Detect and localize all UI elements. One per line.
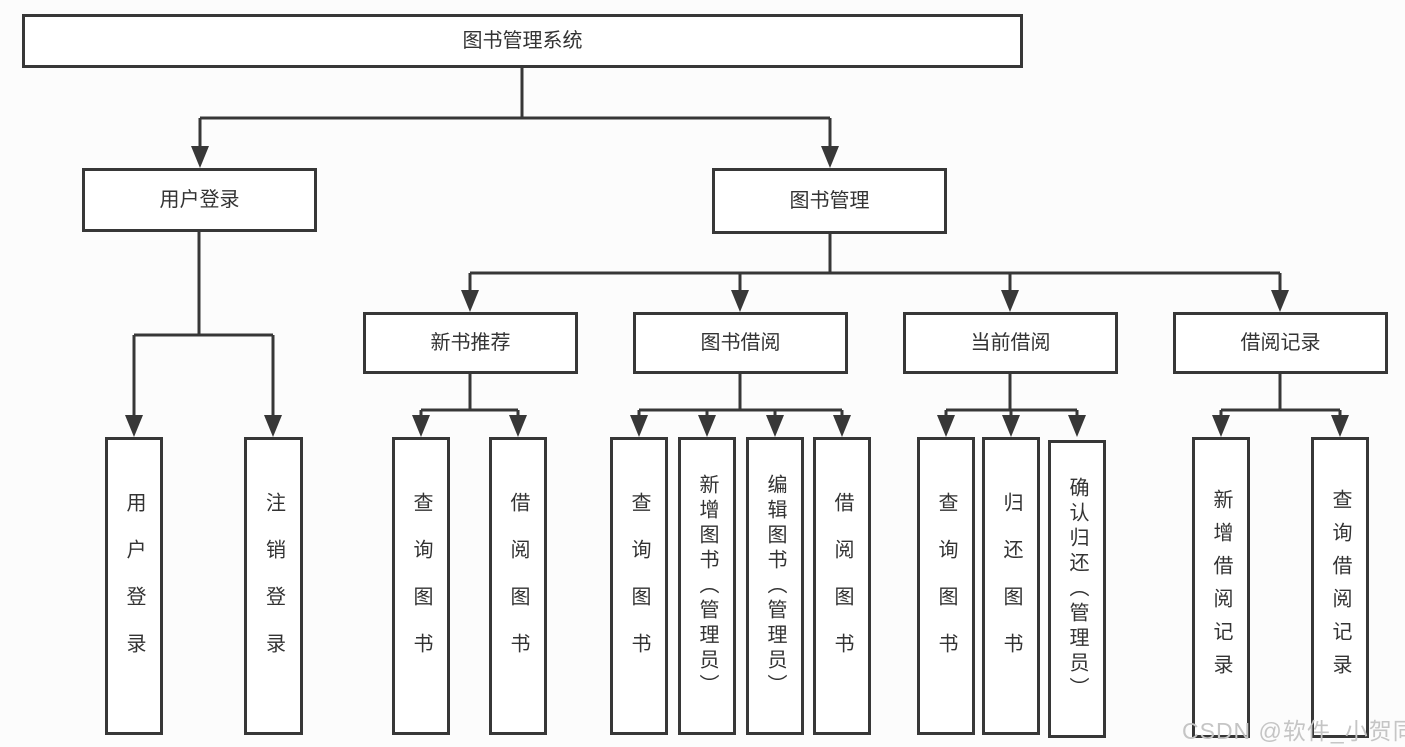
node-user-login: 用户登录 (82, 168, 317, 232)
leaf-br-add-record: 新增借阅记录 (1192, 437, 1250, 738)
node-new-book-recommendation: 新书推荐 (363, 312, 578, 374)
leaf-logout: 注销登录 (244, 437, 303, 735)
node-borrowing-records: 借阅记录 (1173, 312, 1388, 374)
node-book-borrowing: 图书借阅 (633, 312, 848, 374)
leaf-bb-add-books-admin: 新增图书（管理员） (678, 437, 736, 735)
leaf-bb-borrow-books: 借阅图书 (813, 437, 871, 735)
leaf-cb-return-books: 归还图书 (982, 437, 1040, 735)
csdn-watermark: CSDN @软件_小贺同学 (1182, 718, 1405, 744)
leaf-br-query-record: 查询借阅记录 (1311, 437, 1369, 738)
leaf-cb-confirm-return-admin: 确认归还（管理员） (1048, 440, 1106, 738)
arrowheads (125, 146, 1349, 437)
node-current-borrowing: 当前借阅 (903, 312, 1118, 374)
leaf-user-login: 用户登录 (105, 437, 163, 735)
leaf-bb-query-books: 查询图书 (610, 437, 668, 735)
node-root-library-management-system: 图书管理系统 (22, 14, 1023, 68)
leaf-nbr-borrow-books: 借阅图书 (489, 437, 547, 735)
leaf-bb-edit-books-admin: 编辑图书（管理员） (746, 437, 804, 735)
leaf-cb-query-books: 查询图书 (917, 437, 975, 735)
node-book-management: 图书管理 (712, 168, 947, 234)
leaf-nbr-query-books: 查询图书 (392, 437, 450, 735)
